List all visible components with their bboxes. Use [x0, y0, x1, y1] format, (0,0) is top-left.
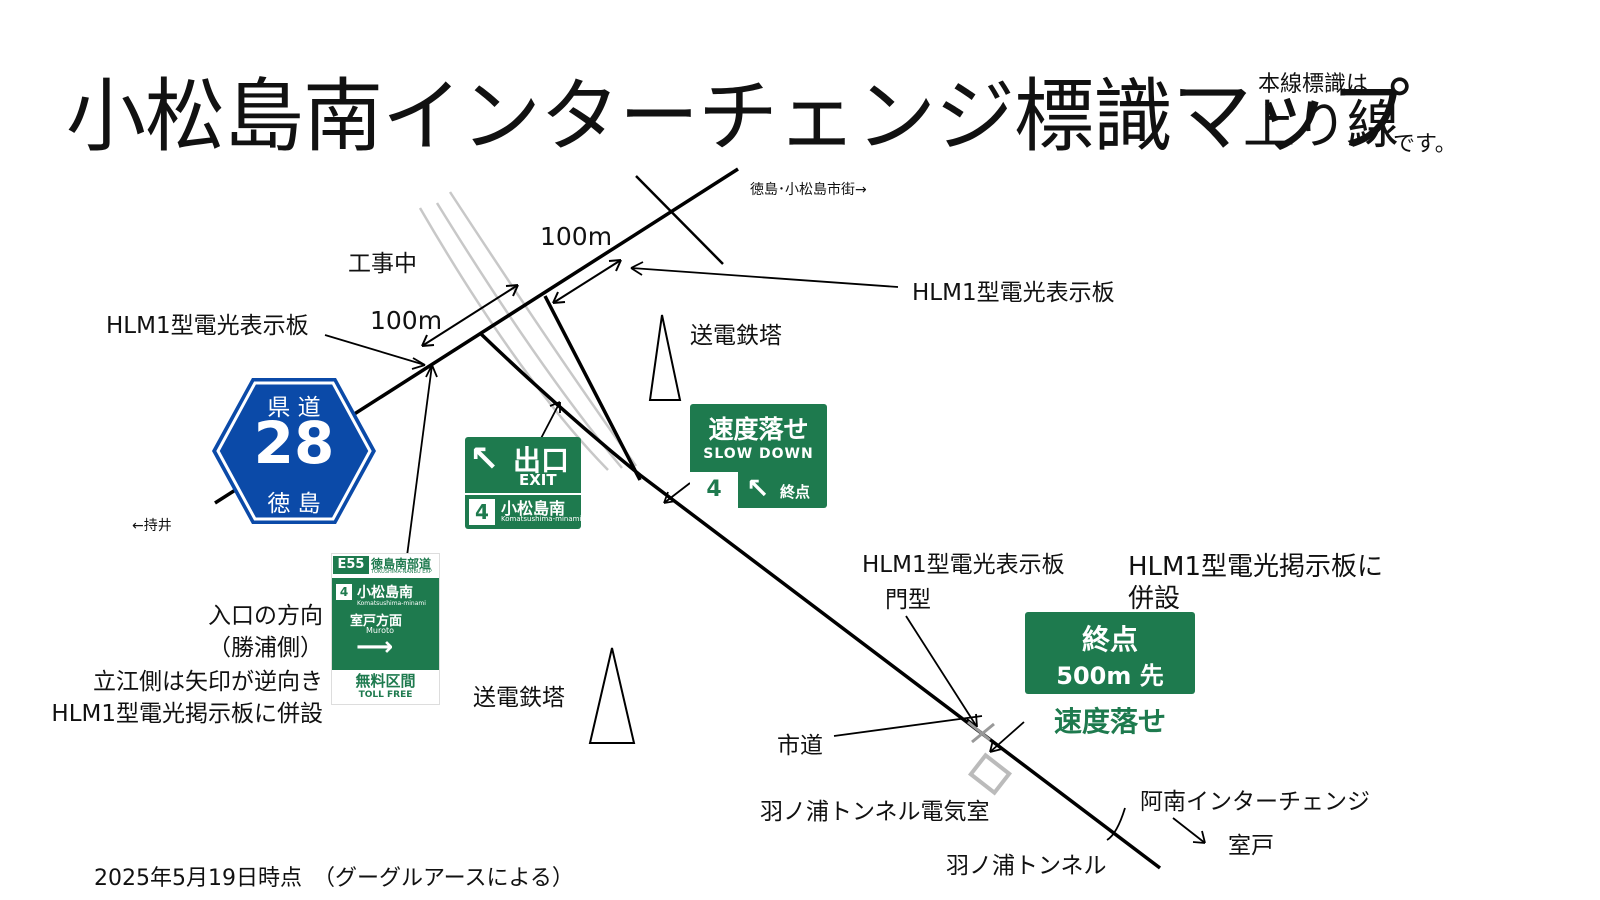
end-sign-slow: 速度落せ	[1053, 705, 1166, 738]
label-entrance-2: （勝浦側）	[208, 635, 323, 661]
label-attached-1: HLM1型電光掲示板に	[1128, 552, 1384, 582]
shield-bottom: 徳 島	[267, 491, 321, 517]
crossing-road	[635, 175, 724, 265]
exit-sign-name: 小松島南	[501, 499, 566, 518]
shield-top: 県 道	[267, 395, 321, 421]
label-100m-upper: 100m	[540, 222, 613, 251]
label-entrance-1: 入口の方向	[208, 603, 323, 629]
label-hanoura-room: 羽ノ浦トンネル電気室	[760, 799, 990, 825]
label-date-note: 2025年5月19日時点 （グーグルアースによる）	[94, 866, 574, 891]
end-sign-line1: 終点	[1081, 623, 1138, 656]
slow-down-sign: 速度落せ SLOW DOWN 4 ↖ 終点	[690, 404, 827, 508]
off-ramp	[543, 295, 642, 481]
label-hlm1-left: HLM1型電光表示板	[106, 313, 309, 339]
label-gantry-2: 門型	[885, 587, 931, 613]
exit-sign-romaji: Komatsushima-minami	[501, 515, 582, 523]
label-100m-lower: 100m	[370, 306, 443, 335]
entrance-dest: 室戸方面	[350, 614, 403, 629]
label-tower-lower: 送電鉄塔	[473, 685, 565, 711]
label-gantry-1: HLM1型電光表示板	[862, 552, 1065, 578]
entrance-name: 小松島南	[357, 585, 413, 601]
entrance-romaji: Komatsushima-minami	[357, 600, 426, 607]
label-mochii: ←持井	[132, 518, 172, 534]
slow-sign-sub: SLOW DOWN	[703, 446, 814, 462]
label-hlm1-right: HLM1型電光表示板	[912, 280, 1115, 306]
exit-sign-sub: EXIT	[519, 471, 557, 489]
direction-note-line2: 上り線	[1243, 96, 1400, 156]
label-entrance-4: HLM1型電光掲示板に併設	[51, 701, 323, 727]
entrance-free-en: TOLL FREE	[358, 690, 413, 700]
end-sign-line2: 500m 先	[1056, 662, 1164, 690]
entrance-dest-en: Muroto	[366, 626, 395, 635]
label-tokushima-city: 徳島･小松島市街→	[750, 182, 867, 198]
entrance-road: 徳島南部道	[371, 557, 432, 571]
label-hanoura-tunnel: 羽ノ浦トンネル	[946, 853, 1107, 879]
arrow-right-icon: ⟶	[356, 632, 394, 662]
arrow-up-left-icon: ↖	[746, 472, 770, 505]
label-attached-2: 併設	[1128, 584, 1181, 614]
label-muroto: 室戸	[1228, 833, 1274, 859]
main-road-lower	[478, 331, 1162, 870]
slow-sign-top: 速度落せ	[708, 415, 809, 444]
entrance-route: E55	[333, 556, 369, 574]
route-28-shield	[212, 378, 376, 524]
shield-number: 28	[253, 409, 335, 477]
tower-lower-shape	[588, 647, 636, 744]
label-city-road: 市道	[777, 733, 823, 759]
entrance-free: 無料区間	[355, 672, 416, 690]
page-title: 小松島南インターチェンジ標識マップ	[66, 70, 1410, 163]
electrical-room-shape	[967, 752, 1013, 796]
entrance-sign: E55 徳島南部道 TOKUSHIMA-NANBU EXP 4 小松島南 Kom…	[331, 553, 440, 705]
direction-note-line1: 本線標識は	[1258, 72, 1369, 97]
exit-sign-top: 出口	[513, 444, 570, 477]
slow-sign-end: 終点	[780, 483, 811, 501]
label-tower-upper: 送電鉄塔	[690, 323, 782, 349]
exit-sign: ↖ 出口 EXIT 4 小松島南 Komatsushima-minami	[465, 437, 581, 529]
label-entrance-3: 立江側は矢印が逆向き	[93, 669, 323, 695]
arrow-up-left-icon: ↖	[469, 439, 500, 480]
entrance-road-en: TOKUSHIMA-NANBU EXP	[371, 569, 432, 575]
exit-sign-number: 4	[469, 499, 495, 525]
label-construction: 工事中	[348, 251, 417, 277]
tower-upper-shape	[648, 314, 682, 401]
end-500m-sign: 終点 500m 先	[1025, 612, 1195, 694]
label-anan-ic: 阿南インターチェンジ	[1140, 789, 1370, 815]
slow-sign-number: 4	[690, 472, 738, 508]
direction-note-line3: です。	[1393, 132, 1457, 157]
entrance-number: 4	[336, 584, 352, 600]
